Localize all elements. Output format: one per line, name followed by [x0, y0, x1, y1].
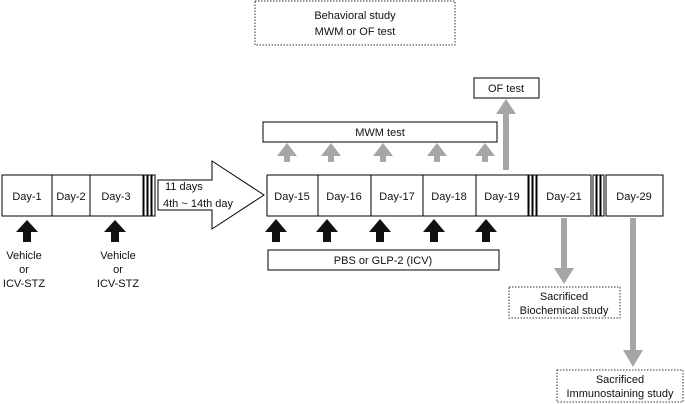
timeline-day-18: Day-18	[422, 174, 477, 217]
injection-label-day3: Vehicle or ICV-STZ	[97, 250, 139, 290]
injection-day1-line3: ICV-STZ	[3, 278, 45, 290]
timeline-break-2	[528, 174, 537, 217]
injection-day3-line1: Vehicle	[100, 250, 135, 262]
black-up-arrow-day1	[16, 220, 38, 242]
black-up-arrow-day18	[423, 219, 445, 242]
sacrificed-biochem-line2: Biochemical study	[520, 305, 609, 317]
black-up-arrow-day3	[104, 220, 126, 242]
sacrificed-biochemical-box: Sacrificed Biochemical study	[508, 286, 621, 319]
of-test-label: OF test	[488, 83, 524, 95]
injection-label-day1: Vehicle or ICV-STZ	[3, 250, 45, 290]
day-18-label: Day-18	[431, 191, 466, 203]
timeline-day-19: Day-19	[475, 174, 529, 217]
behavioral-study-line1: Behavioral study	[314, 10, 396, 22]
pbs-glp2-box: PBS or GLP-2 (ICV)	[267, 249, 500, 271]
mwm-test-box: MWM test	[262, 121, 498, 143]
day-15-label: Day-15	[274, 191, 309, 203]
day-2-label: Day-2	[56, 191, 85, 203]
timeline-day-21: Day-21	[536, 174, 592, 217]
mwm-test-label: MWM test	[355, 127, 405, 139]
interval-arrow-line2: 4th ~ 14th day	[163, 198, 234, 210]
timeline-day-1: Day-1	[1, 174, 53, 217]
interval-arrow: 11 days 4th ~ 14th day	[157, 160, 265, 230]
behavioral-study-box: Behavioral study MWM or OF test	[254, 0, 456, 46]
injection-day1-line2: or	[19, 264, 29, 276]
gray-up-arrow-day18	[427, 143, 447, 162]
day-3-label: Day-3	[101, 191, 130, 203]
injection-day1-line1: Vehicle	[6, 250, 41, 262]
gray-up-arrow-day19-of	[496, 99, 516, 170]
day-19-label: Day-19	[484, 191, 519, 203]
sacrificed-biochem-line1: Sacrificed	[540, 291, 588, 303]
sacrificed-immuno-line2: Immunostaining study	[567, 388, 674, 400]
sacrificed-immuno-line1: Sacrificed	[596, 374, 644, 386]
day-17-label: Day-17	[379, 191, 414, 203]
black-up-arrow-day17	[369, 219, 391, 242]
gray-up-arrow-day15	[277, 143, 297, 162]
black-up-arrow-day19	[475, 219, 497, 242]
day-29-label: Day-29	[616, 191, 651, 203]
of-test-box: OF test	[473, 77, 540, 99]
black-up-arrow-day15	[265, 219, 287, 242]
timeline-day-2: Day-2	[51, 174, 91, 217]
timeline-day-16: Day-16	[317, 174, 372, 217]
timeline-day-3: Day-3	[89, 174, 144, 217]
day-1-label: Day-1	[12, 191, 41, 203]
interval-arrow-line1: 11 days	[165, 181, 203, 193]
pbs-glp2-label: PBS or GLP-2 (ICV)	[334, 255, 432, 267]
timeline-break-1	[143, 174, 156, 217]
day-16-label: Day-16	[326, 191, 361, 203]
timeline-break-3	[592, 174, 605, 217]
behavioral-study-line2: MWM or OF test	[315, 26, 396, 38]
gray-up-arrow-day16	[321, 143, 341, 162]
timeline-day-15: Day-15	[266, 174, 319, 217]
timeline-day-17: Day-17	[370, 174, 424, 217]
gray-up-arrow-day19-mwm	[475, 143, 495, 162]
timeline-day-29: Day-29	[605, 174, 664, 217]
day-21-label: Day-21	[546, 191, 581, 203]
sacrificed-immunostaining-box: Sacrificed Immunostaining study	[556, 369, 684, 403]
black-up-arrow-day16	[316, 219, 338, 242]
gray-down-arrow-day29	[623, 218, 643, 367]
gray-down-arrow-day21	[554, 218, 574, 284]
injection-day3-line3: ICV-STZ	[97, 278, 139, 290]
injection-day3-line2: or	[113, 264, 123, 276]
gray-up-arrow-day17	[373, 143, 393, 162]
